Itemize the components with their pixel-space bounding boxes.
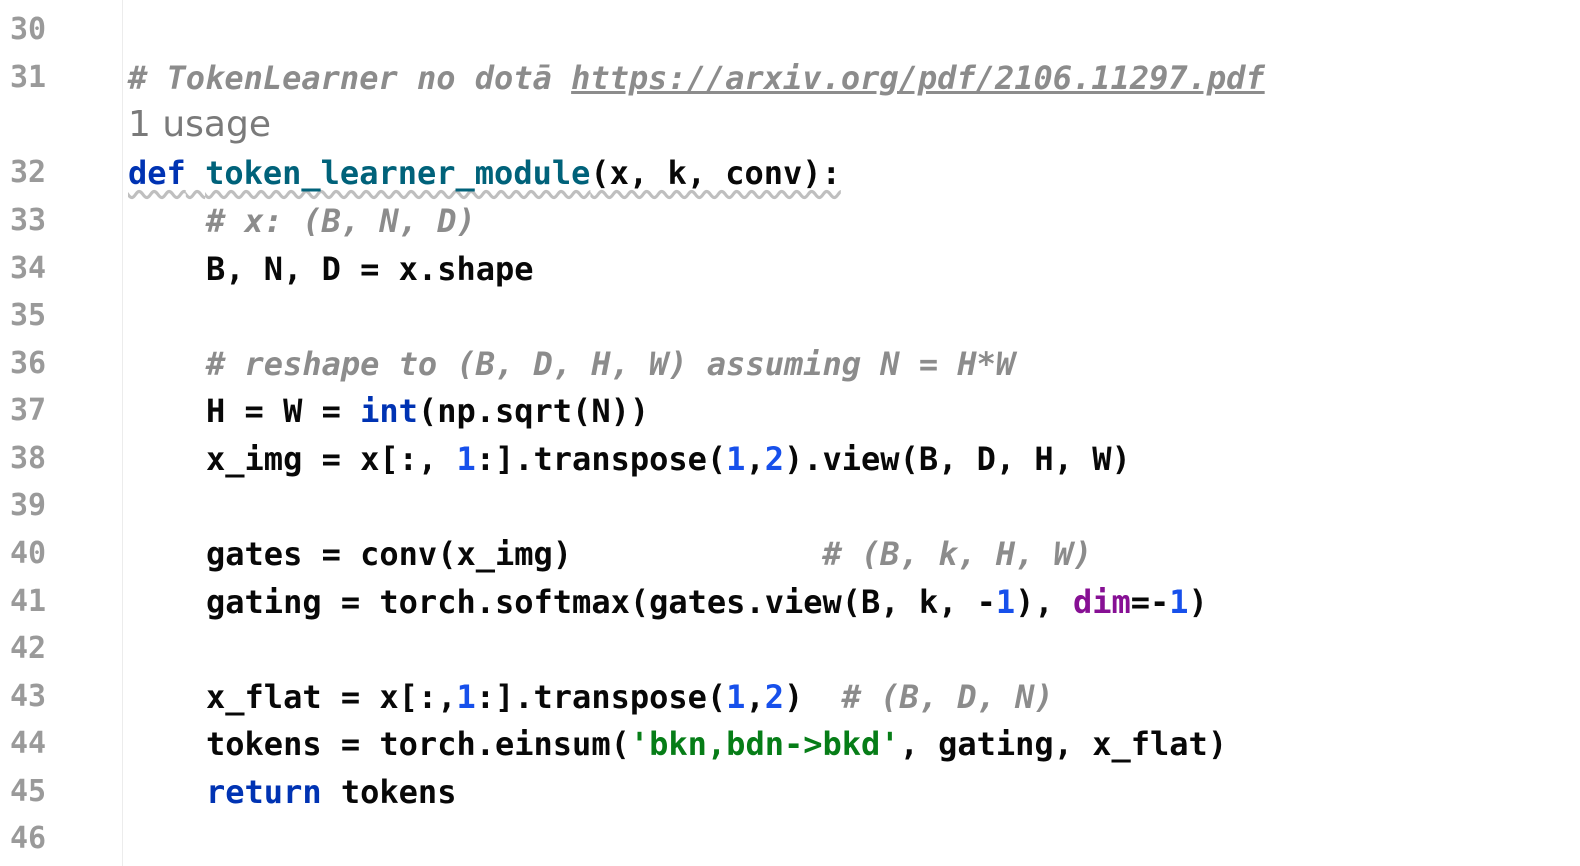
line-number: 30 — [10, 12, 47, 47]
code-area[interactable]: # TokenLearner no dotā https://arxiv.org… — [128, 0, 1580, 866]
comment: # x: (B, N, D) — [206, 202, 476, 240]
line-number: 37 — [10, 393, 47, 428]
line-number: 46 — [10, 821, 47, 856]
line-number: 45 — [10, 774, 47, 809]
line-number: 44 — [10, 726, 47, 761]
code-line-38[interactable]: x_img = x[:, 1:].transpose(1,2).view(B, … — [206, 440, 1131, 478]
comment: # (B, D, N) — [841, 678, 1054, 716]
code-line-33[interactable]: # x: (B, N, D) — [206, 197, 476, 245]
comment: # TokenLearner no dotā — [128, 59, 572, 97]
line-number: 36 — [10, 346, 47, 381]
comment: # (B, k, H, W) — [822, 535, 1093, 573]
builtin-int: int — [360, 392, 418, 430]
code-line-40[interactable]: gates = conv(x_img) # (B, k, H, W) — [206, 535, 1093, 573]
return-keyword: return — [206, 773, 322, 811]
line-number: 40 — [10, 536, 47, 571]
string-literal: 'bkn,bdn->bkd' — [629, 725, 900, 763]
code-line-45[interactable]: return tokens — [206, 773, 457, 811]
line-number: 33 — [10, 203, 47, 238]
code-line-43[interactable]: x_flat = x[:,1:].transpose(1,2) # (B, D,… — [206, 678, 1054, 716]
code-line-32[interactable]: def token_learner_module(x, k, conv): — [128, 149, 841, 197]
code-line-34[interactable]: B, N, D = x.shape — [206, 250, 534, 288]
line-number: 38 — [10, 441, 47, 476]
function-name[interactable]: token_learner_module — [205, 154, 591, 192]
code-line-41[interactable]: gating = torch.softmax(gates.view(B, k, … — [206, 583, 1208, 621]
arxiv-link[interactable]: https://arxiv.org/pdf/2106.11297.pdf — [571, 59, 1265, 97]
line-number: 32 — [10, 155, 47, 190]
line-number: 43 — [10, 679, 47, 714]
comment: # reshape to (B, D, H, W) assuming N = H… — [206, 345, 1016, 383]
usage-hint[interactable]: 1 usage — [128, 104, 271, 145]
code-line-31[interactable]: # TokenLearner no dotā https://arxiv.org… — [128, 54, 1265, 102]
function-signature: (x, k, conv): — [590, 154, 841, 192]
code-line-37[interactable]: H = W = int(np.sqrt(N)) — [206, 392, 650, 430]
line-number: 34 — [10, 251, 47, 286]
named-param-dim: dim — [1072, 583, 1131, 621]
line-number: 42 — [10, 631, 47, 666]
line-number: 41 — [10, 584, 47, 619]
line-number: 31 — [10, 60, 47, 95]
code-line-36[interactable]: # reshape to (B, D, H, W) assuming N = H… — [206, 340, 1015, 388]
code-line-44[interactable]: tokens = torch.einsum('bkn,bdn->bkd', ga… — [206, 725, 1228, 763]
line-number: 35 — [10, 298, 47, 333]
def-keyword: def — [128, 154, 186, 192]
line-number-gutter: 30 31 32 33 34 35 36 37 38 39 40 41 42 4… — [0, 0, 123, 866]
line-number: 39 — [10, 488, 47, 523]
